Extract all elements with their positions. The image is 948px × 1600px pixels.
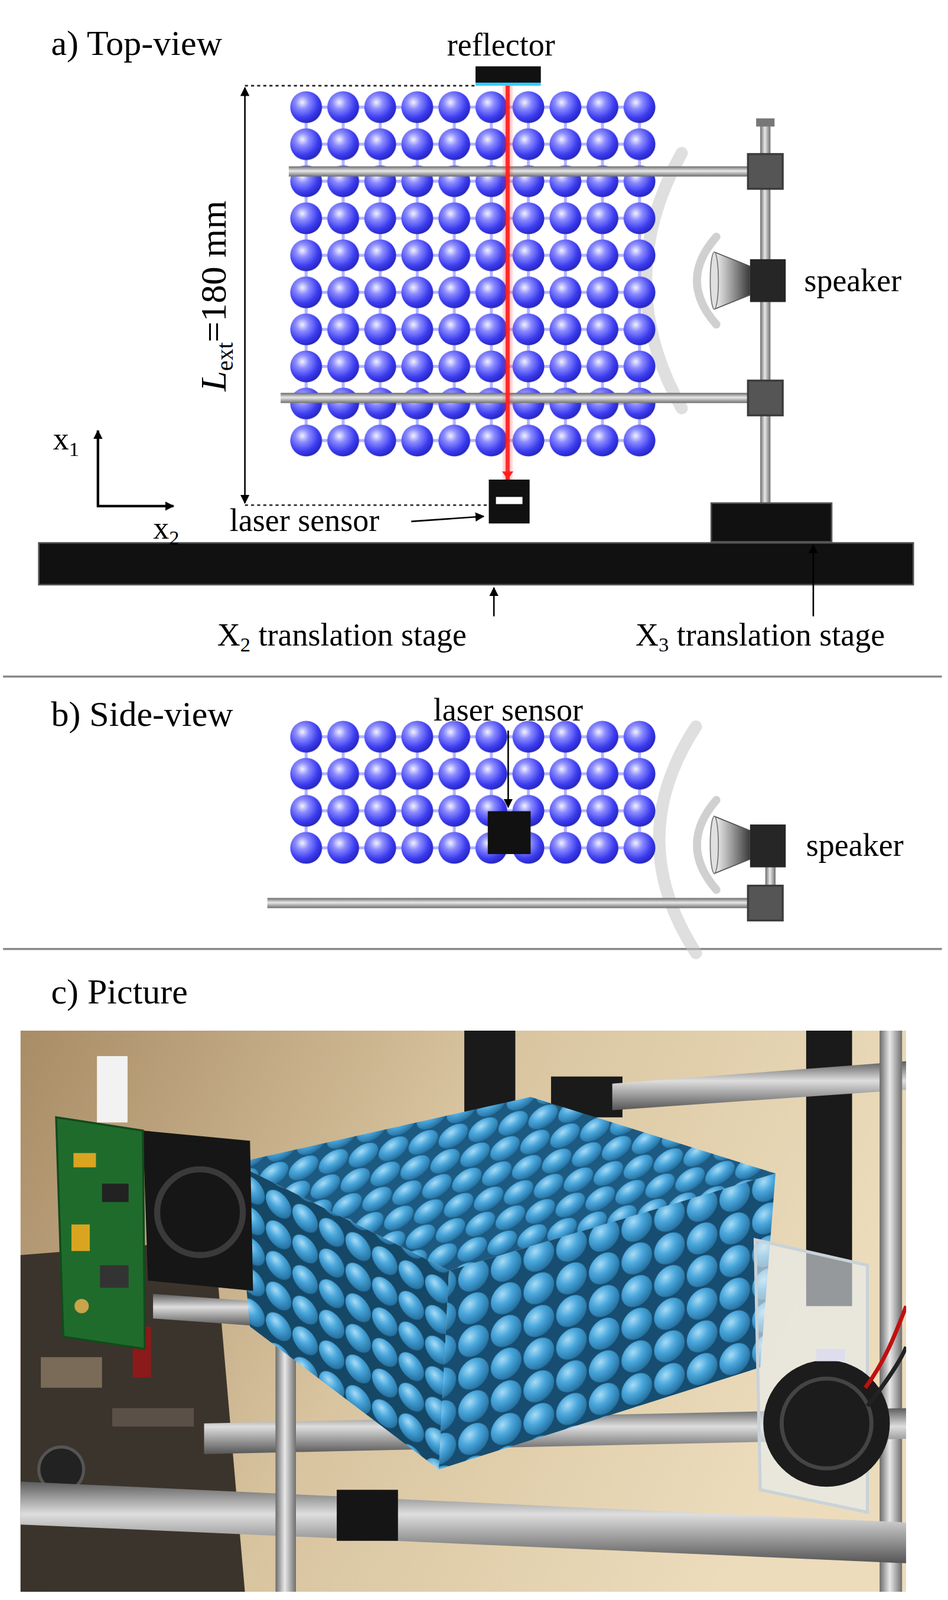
panel-title: a) Top-view bbox=[50, 23, 223, 63]
part-label: reflector bbox=[447, 27, 556, 63]
label-group: speaker bbox=[806, 826, 904, 863]
pcb bbox=[56, 1117, 145, 1350]
axis bbox=[96, 430, 100, 508]
part-label: laser sensor bbox=[229, 502, 380, 539]
speaker-body bbox=[750, 824, 786, 868]
dimension-value: =180 mm bbox=[192, 200, 233, 343]
leader bbox=[411, 516, 484, 522]
label-group: x2 bbox=[152, 509, 179, 550]
photo bbox=[20, 1030, 907, 1592]
x3-stage bbox=[711, 503, 832, 543]
speaker-body bbox=[750, 259, 786, 303]
label-group: x1 bbox=[53, 420, 80, 461]
subscript: 1 bbox=[69, 437, 80, 461]
label-group: speaker bbox=[803, 262, 902, 299]
sphere-block bbox=[234, 1096, 776, 1271]
stage-label: X bbox=[635, 617, 659, 653]
rod bbox=[288, 166, 759, 177]
x2-stage bbox=[38, 542, 914, 585]
laser-sensor bbox=[487, 811, 531, 855]
part-label: laser sensor bbox=[433, 692, 583, 728]
stage-label: translation stage bbox=[258, 617, 467, 653]
panel-title: b) Side-view bbox=[50, 694, 233, 734]
part-label: speaker bbox=[806, 826, 904, 863]
speaker-cone bbox=[714, 252, 750, 310]
label-group: Lext=180 mm bbox=[191, 200, 239, 392]
leader bbox=[812, 545, 815, 617]
stage-label: X bbox=[217, 617, 241, 653]
label-group: a) Top-view bbox=[50, 22, 223, 64]
axis bbox=[96, 505, 174, 508]
subscript: 3 bbox=[658, 633, 669, 656]
separator bbox=[2, 675, 942, 678]
panel-title: c) Picture bbox=[50, 972, 188, 1012]
leader bbox=[493, 587, 495, 617]
separator bbox=[2, 948, 942, 950]
label-group: laser sensor bbox=[229, 502, 380, 539]
speaker-cone bbox=[714, 816, 750, 874]
axis-label: x bbox=[53, 421, 70, 457]
leader bbox=[507, 730, 510, 808]
label-group: b) Side-view bbox=[50, 694, 233, 735]
sphere-array bbox=[290, 720, 656, 864]
clamp bbox=[747, 885, 783, 921]
laser-beam bbox=[502, 85, 514, 482]
subscript: 2 bbox=[240, 633, 251, 656]
label-group: X3 translation stage bbox=[635, 616, 885, 657]
part-label: speaker bbox=[803, 262, 902, 299]
axis-label: x bbox=[152, 510, 169, 546]
rod bbox=[280, 392, 759, 403]
label-group: laser sensor bbox=[433, 691, 583, 729]
reflector bbox=[475, 66, 542, 83]
label-group: c) Picture bbox=[50, 971, 188, 1013]
stage-label: translation stage bbox=[676, 617, 885, 653]
laser-sensor bbox=[489, 479, 530, 524]
clamp bbox=[747, 154, 783, 190]
label-group: reflector bbox=[447, 26, 556, 64]
label-group: X2 translation stage bbox=[217, 616, 467, 657]
dimension-line bbox=[243, 88, 246, 504]
top-view bbox=[38, 66, 914, 617]
subscript: 2 bbox=[168, 526, 179, 549]
subscript: ext bbox=[211, 342, 238, 371]
side-view bbox=[267, 720, 787, 953]
dimension-symbol: L bbox=[192, 370, 233, 392]
clamp bbox=[747, 380, 783, 416]
rod bbox=[267, 897, 758, 908]
